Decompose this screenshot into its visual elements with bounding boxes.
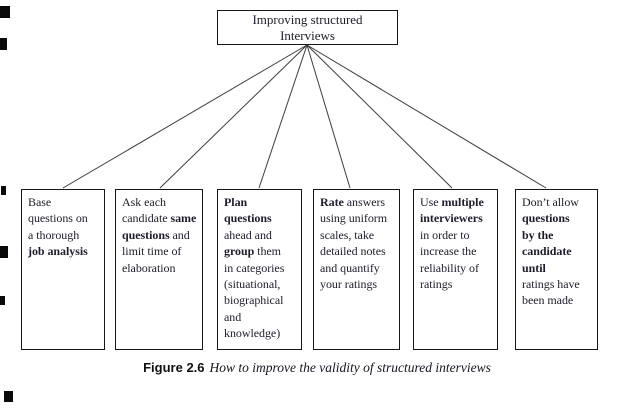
scan-artifact-mark: [0, 6, 10, 18]
node-improving-structured-interviews: Improving structured Interviews: [217, 10, 398, 45]
connector-line-3: [258, 44, 308, 189]
scan-artifact-mark: [0, 38, 7, 50]
node-candidate-questions: Don’t allow questions by the candidate u…: [515, 189, 598, 350]
connector-line-5: [306, 44, 453, 189]
figure-caption: Figure 2.6 How to improve the validity of…: [0, 360, 634, 376]
node-rate-answers-text: Rate answers using uniform scales, take …: [320, 195, 388, 292]
scan-artifact-mark: [0, 296, 5, 305]
node-multiple-interviewers: Use multiple interviewers in order to in…: [413, 189, 498, 350]
node-candidate-questions-text: Don’t allow questions by the candidate u…: [522, 195, 580, 308]
connector-line-6: [306, 44, 547, 189]
figure-caption-label: Figure 2.6: [143, 360, 205, 375]
figure-caption-text: How to improve the validity of structure…: [209, 360, 491, 375]
node-same-questions: Ask each candidate same questions and li…: [115, 189, 203, 350]
node-base-questions-text: Base questions on a thorough job analysi…: [28, 195, 88, 259]
node-plan-questions: Plan questions ahead and group them in c…: [217, 189, 302, 350]
scan-artifact-mark: [0, 246, 8, 258]
node-same-questions-text: Ask each candidate same questions and li…: [122, 195, 197, 275]
scan-artifact-mark: [4, 391, 13, 402]
scan-artifact-mark: [1, 186, 6, 195]
node-base-questions: Base questions on a thorough job analysi…: [21, 189, 105, 350]
node-multiple-interviewers-text: Use multiple interviewers in order to in…: [420, 195, 484, 292]
connector-line-4: [306, 44, 351, 189]
connector-line-1: [62, 44, 308, 189]
node-plan-questions-text: Plan questions ahead and group them in c…: [224, 195, 285, 341]
node-rate-answers: Rate answers using uniform scales, take …: [313, 189, 400, 350]
connector-line-2: [159, 44, 308, 189]
